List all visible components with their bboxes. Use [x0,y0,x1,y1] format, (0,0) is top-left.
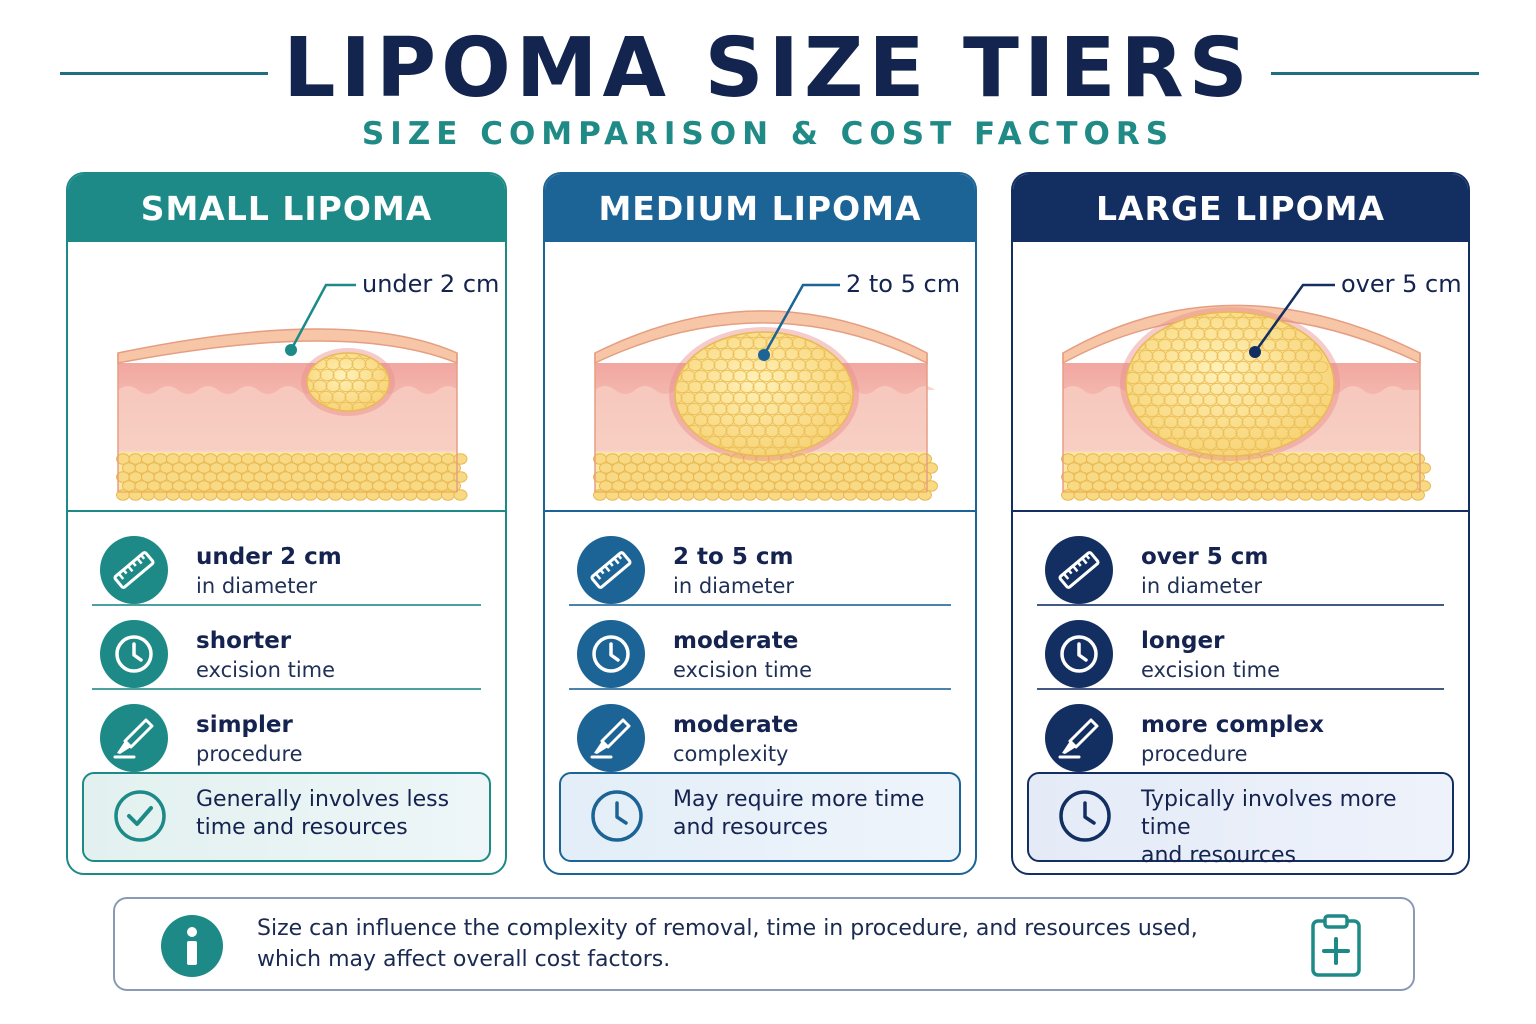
ruler-icon [100,536,168,604]
row-value: simpler [196,712,293,738]
row-divider [1037,688,1444,690]
card-large-row-2: more complex procedure [1013,694,1468,778]
footer-line-1: Size can influence the complexity of rem… [257,916,1198,941]
ruler-icon [1045,536,1113,604]
card-medium-row-1: moderate excision time [545,610,975,694]
row-divider [569,604,951,606]
scalpel-icon [1045,704,1113,772]
card-small-row-0: under 2 cm in diameter [68,526,505,610]
note-line-2: time and resources [196,815,408,840]
card-large-illustration: over 5 cm [1013,242,1468,512]
note-line-1: May require more time [673,787,925,812]
clipboard-plus-icon [1309,913,1365,983]
row-value: moderate [673,712,799,738]
card-medium-summary-note: May require more time and resources [559,772,961,862]
note-line-2: and resources [673,815,828,840]
card-small-illustration: under 2 cm [68,242,505,512]
note-line-1: Generally involves less [196,787,450,812]
card-large: LARGE LIPOMA over 5 cm over 5 cm [1011,172,1470,875]
row-description: procedure [196,742,303,766]
card-medium-row-0: 2 to 5 cm in diameter [545,526,975,610]
note-line-2: and resources [1141,843,1296,868]
note-text: May require more time and resources [673,786,924,842]
card-medium-row-2: moderate complexity [545,694,975,778]
header-rule-right [1271,72,1479,75]
row-divider [92,688,481,690]
card-small: SMALL LIPOMA under 2 cm under 2 cm [66,172,507,875]
card-small-row-1: shorter excision time [68,610,505,694]
row-divider [1037,604,1444,606]
card-large-summary-note: Typically involves more time and resourc… [1027,772,1454,868]
row-value: over 5 cm [1141,544,1269,570]
size-callout-label: over 5 cm [1337,270,1466,298]
clock-icon [577,620,645,688]
row-value: more complex [1141,712,1324,738]
card-large-header: LARGE LIPOMA [1013,174,1468,242]
clock-icon [1045,620,1113,688]
row-value: under 2 cm [196,544,342,570]
row-divider [92,604,481,606]
note-line-1: Typically involves more time [1141,787,1397,840]
row-value: 2 to 5 cm [673,544,794,570]
footer-text: Size can influence the complexity of rem… [257,913,1198,975]
card-small-summary-note: Generally involves less time and resourc… [82,772,491,862]
row-value: shorter [196,628,292,654]
row-value: longer [1141,628,1225,654]
note-text: Typically involves more time and resourc… [1141,786,1452,870]
ruler-icon [577,536,645,604]
row-value: moderate [673,628,799,654]
card-large-row-0: over 5 cm in diameter [1013,526,1468,610]
clock-icon [589,788,645,848]
clock-icon [100,620,168,688]
row-description: in diameter [196,574,318,598]
row-description: complexity [673,742,789,766]
footer-note: Size can influence the complexity of rem… [113,897,1415,991]
clock-icon [1057,788,1113,848]
size-callout-label: under 2 cm [358,270,504,298]
row-description: in diameter [1141,574,1263,598]
checkmark-icon [112,788,168,848]
card-small-header: SMALL LIPOMA [68,174,505,242]
row-divider [569,688,951,690]
row-description: excision time [1141,658,1281,682]
row-description: excision time [673,658,813,682]
note-text: Generally involves less time and resourc… [196,786,449,842]
card-medium-header: MEDIUM LIPOMA [545,174,975,242]
row-description: in diameter [673,574,795,598]
card-large-row-1: longer excision time [1013,610,1468,694]
page-subtitle: SIZE COMPARISON & COST FACTORS [361,116,1175,152]
row-description: excision time [196,658,336,682]
page-title: LIPOMA SIZE TIERS [283,21,1253,116]
scalpel-icon [100,704,168,772]
page-header: LIPOMA SIZE TIERS SIZE COMPARISON & COST… [0,0,1536,160]
header-rule-left [60,72,268,75]
size-callout-label: 2 to 5 cm [842,270,965,298]
row-description: procedure [1141,742,1248,766]
footer-line-2: which may affect overall cost factors. [257,947,671,972]
card-small-row-2: simpler procedure [68,694,505,778]
info-icon [161,915,223,981]
scalpel-icon [577,704,645,772]
card-medium: MEDIUM LIPOMA 2 to 5 cm 2 to 5 cm [543,172,977,875]
card-medium-illustration: 2 to 5 cm [545,242,975,512]
